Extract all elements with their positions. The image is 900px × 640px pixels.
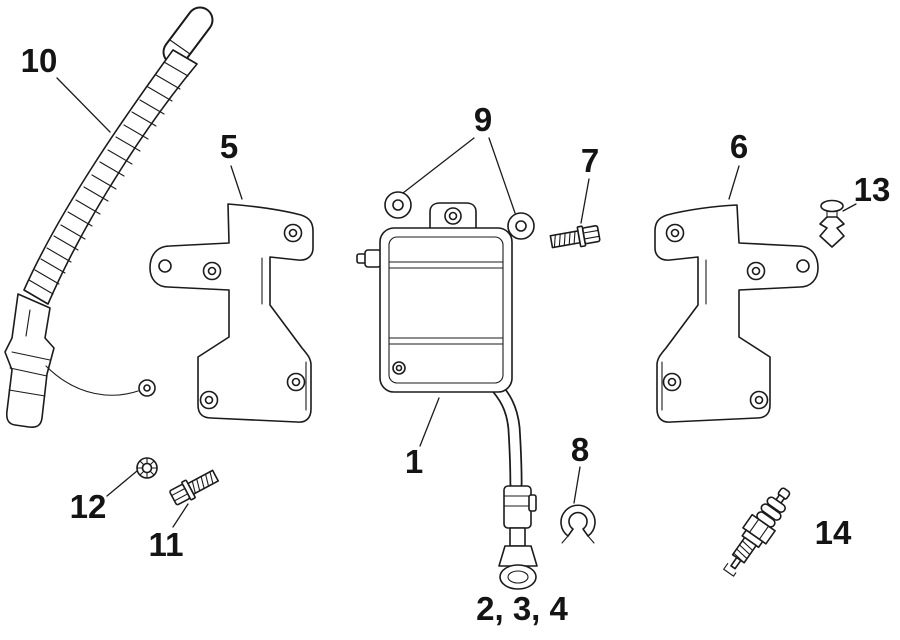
lead-boot bbox=[4, 293, 55, 429]
connector-neck bbox=[509, 527, 526, 547]
ignition-coil bbox=[356, 202, 523, 491]
leader-10 bbox=[56, 77, 111, 133]
plug-center-electrode bbox=[730, 556, 742, 570]
bracket-right-hole-inner bbox=[754, 395, 764, 405]
bracket-left-hole-inner bbox=[288, 228, 298, 238]
callout-8: 8 bbox=[570, 431, 590, 468]
bolt-upper-head-facets bbox=[582, 229, 600, 240]
lock-washer-teeth bbox=[136, 457, 158, 479]
connector-sleeve bbox=[503, 485, 532, 529]
plug-insulator-rib bbox=[760, 503, 782, 521]
callout-5: 5 bbox=[219, 128, 239, 165]
retainer-clip bbox=[560, 504, 596, 544]
bracket-left-hole-inner bbox=[204, 395, 214, 405]
bracket-right bbox=[654, 204, 819, 423]
plug-hex-facets bbox=[748, 518, 770, 540]
bolt-upper-head bbox=[582, 224, 601, 245]
coil-tab-hole-inner bbox=[448, 211, 458, 221]
leader-7 bbox=[580, 178, 590, 224]
leader-6 bbox=[728, 165, 740, 200]
bracket-right-arm-hole bbox=[796, 259, 810, 273]
callout-7: 7 bbox=[580, 142, 600, 179]
callout-10: 10 bbox=[20, 42, 58, 79]
coil-face-lines bbox=[388, 261, 504, 345]
bracket-left-arm-hole bbox=[158, 259, 172, 273]
leader-1 bbox=[419, 397, 440, 447]
grommet-right-hole bbox=[515, 220, 527, 232]
bolt-upper-threads bbox=[553, 230, 576, 248]
connector-cap-inner bbox=[507, 570, 529, 584]
leader-8 bbox=[573, 466, 581, 504]
bolt-upper bbox=[549, 224, 601, 249]
plug-ground-electrode bbox=[723, 562, 737, 577]
lead-terminal-seam bbox=[169, 39, 191, 55]
coil-body bbox=[379, 227, 513, 393]
push-pin bbox=[819, 199, 845, 248]
connector-assembly bbox=[498, 485, 538, 590]
callout-11: 11 bbox=[148, 526, 184, 563]
bracket-right-hole-inner bbox=[667, 377, 677, 387]
connector-boot bbox=[498, 545, 538, 567]
grommets bbox=[384, 191, 535, 240]
callout-12: 12 bbox=[69, 488, 107, 525]
callout-6: 6 bbox=[729, 128, 749, 165]
bolt-lower bbox=[169, 469, 220, 506]
callout-13: 13 bbox=[853, 171, 891, 208]
callout-2-3-4: 2, 3, 4 bbox=[476, 590, 568, 627]
bolt-lower-head-facets bbox=[171, 487, 189, 502]
callout-1: 1 bbox=[404, 443, 424, 480]
leader-11 bbox=[172, 503, 189, 528]
coil-lower-hole-inner bbox=[395, 364, 403, 372]
ground-wire bbox=[45, 365, 139, 396]
coil-face bbox=[388, 236, 504, 384]
leader-12 bbox=[106, 470, 138, 497]
bolt-lower-threads bbox=[191, 471, 214, 494]
connector-sleeve-lines bbox=[503, 495, 532, 507]
leader-5 bbox=[230, 165, 243, 200]
connector-cap bbox=[499, 564, 537, 590]
leader-9-left bbox=[402, 137, 475, 194]
ring-terminal-hole bbox=[143, 384, 151, 392]
push-pin-barbs bbox=[819, 216, 845, 248]
spark-plug bbox=[723, 487, 791, 577]
connector-latch bbox=[528, 494, 537, 512]
bracket-right-hole-inner bbox=[670, 228, 680, 238]
ht-lead bbox=[487, 377, 521, 489]
bracket-right-hole-inner bbox=[751, 266, 761, 276]
lock-washer bbox=[136, 457, 158, 479]
retainer-clip-body bbox=[560, 504, 596, 537]
leader-lines bbox=[56, 77, 857, 528]
lead-coil-ridges bbox=[23, 49, 198, 305]
lead-boot-ribs bbox=[8, 309, 51, 397]
bracket-left-bends bbox=[261, 257, 307, 411]
plug-insulator-rib bbox=[766, 496, 786, 513]
spark-plug-lead bbox=[4, 6, 214, 429]
push-pin-cap bbox=[820, 199, 844, 213]
bracket-left-body bbox=[149, 203, 314, 423]
callout-14: 14 bbox=[814, 514, 852, 551]
bracket-right-bends bbox=[661, 259, 707, 411]
leader-9-right bbox=[488, 137, 516, 214]
bracket-right-body bbox=[654, 204, 819, 423]
grommet-left-hole bbox=[392, 199, 404, 211]
bracket-left bbox=[149, 203, 314, 423]
callout-9: 9 bbox=[473, 101, 493, 138]
retainer-clip-feet bbox=[561, 535, 595, 544]
leader-13 bbox=[842, 203, 857, 212]
plug-threads bbox=[733, 540, 754, 564]
bracket-left-hole-inner bbox=[291, 377, 301, 387]
bolt-lower-head bbox=[169, 484, 191, 506]
coil-terminal-stub bbox=[364, 249, 382, 268]
bracket-left-hole-inner bbox=[207, 266, 217, 276]
